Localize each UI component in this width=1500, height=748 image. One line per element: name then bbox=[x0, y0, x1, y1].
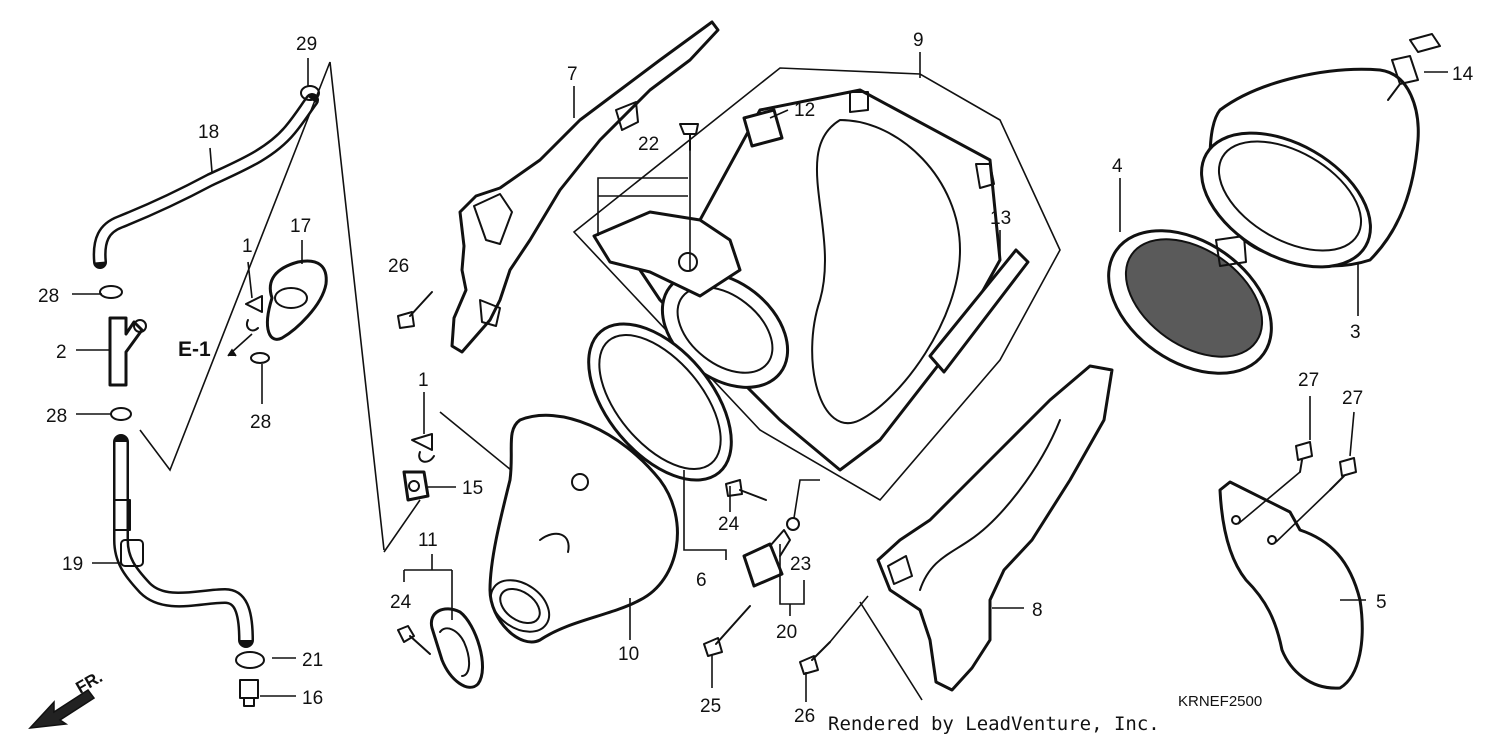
callout-26: 26 bbox=[794, 706, 815, 727]
hose-clip-29 bbox=[300, 85, 320, 101]
callout-27: 27 bbox=[1342, 388, 1363, 409]
callout-20: 20 bbox=[776, 622, 797, 643]
diagram-code: KRNEF2500 bbox=[1178, 693, 1262, 710]
callout-14: 14 bbox=[1452, 64, 1474, 85]
callout-21: 21 bbox=[302, 650, 323, 671]
intake-boot-10 bbox=[488, 413, 679, 644]
callout-1: 1 bbox=[418, 370, 429, 391]
screw-27-right bbox=[1329, 457, 1357, 491]
screw-26-lower bbox=[799, 641, 831, 675]
callout-28: 28 bbox=[250, 412, 271, 433]
callout-5: 5 bbox=[1376, 592, 1387, 613]
callout-16: 16 bbox=[302, 688, 323, 709]
air-filter-4 bbox=[1107, 229, 1273, 375]
joint-15 bbox=[402, 470, 430, 502]
callout-10: 10 bbox=[618, 644, 639, 665]
strip-13 bbox=[928, 248, 1030, 374]
routing-outline-left bbox=[139, 61, 385, 551]
callout-3: 3 bbox=[1350, 322, 1361, 343]
callout-6: 6 bbox=[696, 570, 707, 591]
mud-flap-5 bbox=[1218, 480, 1364, 690]
screw-26-upper bbox=[397, 291, 433, 329]
front-direction-indicator: FR. bbox=[28, 667, 106, 729]
screw-27-left bbox=[1295, 441, 1313, 473]
direction-label: FR. bbox=[73, 667, 106, 697]
clip-1-upper bbox=[245, 295, 263, 332]
plate-12 bbox=[742, 108, 784, 148]
callout-29: 29 bbox=[296, 34, 317, 55]
reference-label: E-1 bbox=[178, 338, 211, 361]
callout-23: 23 bbox=[790, 554, 811, 575]
screw-22 bbox=[679, 123, 699, 151]
connector-parts bbox=[383, 411, 561, 689]
breather-joint-2 bbox=[108, 316, 144, 387]
callout-28: 28 bbox=[38, 286, 59, 307]
callout-11: 11 bbox=[418, 530, 438, 551]
callout-15: 15 bbox=[462, 478, 483, 499]
breather-hose-assembly bbox=[92, 61, 385, 707]
filter-cage-3 bbox=[1200, 67, 1420, 269]
callout-28: 28 bbox=[46, 406, 67, 427]
callout-labels: 29 18 28 2 28 19 1 17 28 1 15 11 24 21 1… bbox=[38, 30, 1474, 727]
callout-17: 17 bbox=[290, 216, 311, 237]
callout-26: 26 bbox=[388, 256, 409, 277]
clip-1-lower bbox=[411, 433, 435, 463]
callout-19: 19 bbox=[62, 554, 83, 575]
side-cover-8 bbox=[876, 364, 1114, 692]
callout-24: 24 bbox=[390, 592, 412, 613]
side-bracket-7 bbox=[450, 20, 720, 354]
gasket-6 bbox=[587, 322, 733, 482]
airbox-routing-outline bbox=[572, 67, 1061, 502]
callout-4: 4 bbox=[1112, 156, 1123, 177]
drain-plug-16 bbox=[239, 679, 259, 707]
airbox-9 bbox=[572, 67, 1061, 502]
callout-2: 2 bbox=[56, 342, 67, 363]
callout-7: 7 bbox=[567, 64, 578, 85]
callout-8: 8 bbox=[1032, 600, 1043, 621]
screw-24-left bbox=[397, 625, 431, 655]
leader-lines bbox=[72, 52, 1448, 702]
sensor-20 bbox=[742, 479, 820, 588]
callout-18: 18 bbox=[198, 122, 219, 143]
hose-clip-28-lower bbox=[110, 407, 132, 421]
screw-24-right bbox=[725, 479, 767, 501]
callout-13: 13 bbox=[990, 208, 1011, 229]
render-credit: Rendered by LeadVenture, Inc. bbox=[828, 713, 1160, 735]
valve-14 bbox=[1387, 33, 1441, 101]
clamp-21 bbox=[235, 651, 265, 669]
clip-28-filter bbox=[250, 352, 270, 364]
callout-1: 1 bbox=[242, 236, 253, 257]
callout-24: 24 bbox=[718, 514, 740, 535]
callout-27: 27 bbox=[1298, 370, 1319, 391]
arrow-down-left-icon bbox=[28, 688, 96, 729]
callout-9: 9 bbox=[913, 30, 924, 51]
screw-25 bbox=[703, 605, 751, 657]
callout-25: 25 bbox=[700, 696, 721, 717]
breather-filter-17 bbox=[266, 259, 328, 341]
callout-12: 12 bbox=[794, 100, 815, 121]
callout-22: 22 bbox=[638, 134, 659, 155]
hose-clip-28-top bbox=[99, 285, 123, 299]
band-11 bbox=[429, 607, 484, 689]
